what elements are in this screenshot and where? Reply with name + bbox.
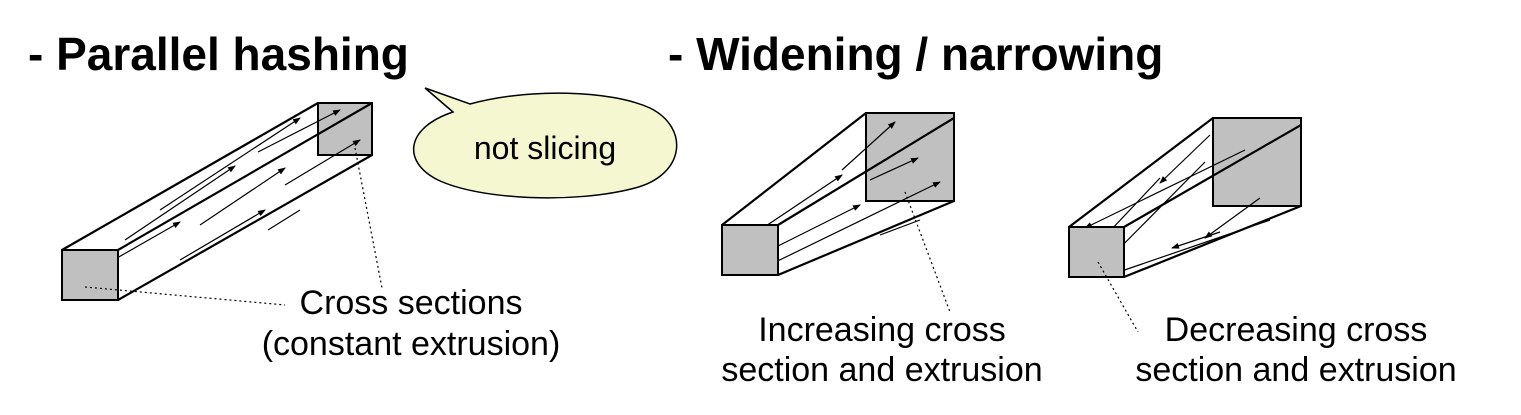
parallel-arrow <box>257 109 341 153</box>
label-decreasing-line2: section and extrusion <box>1135 351 1456 389</box>
increasing-edge-right <box>777 117 955 226</box>
label-increasing-line1: Increasing cross <box>758 311 1006 349</box>
decreasing-frustum <box>1068 117 1302 279</box>
decreasing-arrow <box>1171 231 1221 249</box>
callout-bubble <box>412 87 678 199</box>
decreasing-arrow <box>1159 134 1211 184</box>
parallel-arrow <box>159 117 301 211</box>
label-decreasing-line1: Decreasing cross <box>1165 311 1428 349</box>
prism-edge-right-top <box>117 102 373 251</box>
heading-parallel-hashing: - Parallel hashing <box>28 28 409 80</box>
leader-cross-section-near <box>84 286 286 306</box>
increasing-near-face <box>721 224 779 276</box>
callout-text: not slicing <box>474 130 616 166</box>
increasing-arrow <box>841 121 896 171</box>
label-cross-sections-line2: (constant extrusion) <box>262 325 561 363</box>
decreasing-edge-right <box>1123 124 1302 228</box>
decreasing-edge-bottom <box>1123 204 1302 279</box>
parallel-hatch-arrows <box>109 109 361 263</box>
prism-near-face <box>61 249 119 301</box>
increasing-edge-top <box>721 112 867 226</box>
callout-not-slicing: not slicing <box>412 87 678 199</box>
increasing-arrow <box>879 219 921 236</box>
decreasing-far-face <box>1212 117 1302 207</box>
parallel-arrow <box>267 209 301 231</box>
leader-cross-section-far <box>354 147 383 289</box>
decreasing-arrow <box>1204 197 1261 239</box>
decreasing-edge-top <box>1068 117 1214 228</box>
prism-edge-top <box>61 102 319 251</box>
heading-widening-narrowing: - Widening / narrowing <box>668 28 1163 80</box>
increasing-edge-bottom <box>777 199 955 277</box>
parallel-arrow <box>124 165 236 241</box>
leader-decreasing <box>1097 261 1139 333</box>
increasing-arrow <box>754 181 941 273</box>
increasing-frustum <box>721 112 955 277</box>
parallel-hashing-prism <box>61 102 373 301</box>
parallel-arrow <box>109 221 181 263</box>
decreasing-near-face <box>1068 226 1125 278</box>
prism-edge-bottom <box>117 154 373 301</box>
parallel-arrow <box>179 209 266 261</box>
increasing-arrow <box>869 157 919 181</box>
decreasing-arrow <box>1109 219 1271 276</box>
label-increasing-line2: section and extrusion <box>721 351 1042 389</box>
parallel-arrow <box>199 167 286 226</box>
leader-increasing <box>904 191 951 313</box>
label-cross-sections-line1: Cross sections <box>300 284 523 322</box>
decreasing-arrow <box>1084 149 1246 229</box>
parallel-arrow <box>284 139 361 186</box>
